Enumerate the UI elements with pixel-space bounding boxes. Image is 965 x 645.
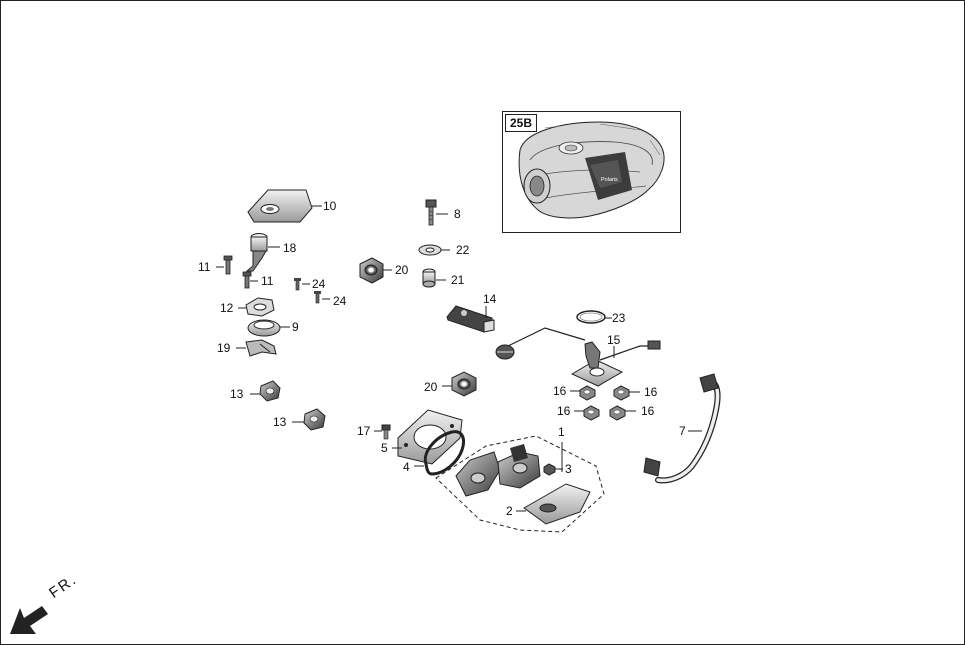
part-24-screw-a — [294, 278, 310, 291]
part-1-fuel-pump-assembly — [435, 435, 605, 533]
part-5-flange-plate — [392, 409, 463, 465]
callout-15: 15 — [607, 333, 621, 347]
part-19-clip — [236, 339, 277, 357]
callout-9: 9 — [292, 320, 299, 334]
callout-17: 17 — [357, 424, 371, 438]
callout-20-b: 20 — [424, 380, 438, 394]
callout-18: 18 — [283, 241, 297, 255]
callout-11-b: 11 — [261, 274, 274, 288]
callout-1: 1 — [558, 425, 565, 439]
part-20-grommet-b — [442, 371, 477, 397]
part-18-filler-neck — [245, 233, 280, 272]
callout-23: 23 — [612, 311, 626, 325]
part-10-tank-cover — [247, 189, 322, 223]
part-14-connector-housing — [446, 305, 495, 333]
callout-20-a: 20 — [395, 263, 409, 277]
callout-16-a: 16 — [553, 384, 567, 398]
part-3-nut — [543, 463, 563, 476]
part-11-bolt-a — [216, 255, 233, 275]
part-16-nut-d — [609, 405, 636, 421]
callout-12: 12 — [220, 301, 234, 315]
callout-16-d: 16 — [641, 404, 655, 418]
part-21-spacer — [422, 268, 446, 288]
part-7-fuel-line — [643, 373, 721, 484]
part-8-bolt — [425, 199, 448, 226]
callout-14: 14 — [483, 292, 497, 306]
inset-25b-fuel-tank-view: Polaris — [502, 111, 681, 233]
callout-16-b: 16 — [644, 385, 658, 399]
part-24-screw-b — [314, 291, 330, 304]
part-22-washer — [418, 244, 450, 256]
part-16-nut-c — [574, 405, 600, 421]
callout-2: 2 — [506, 504, 513, 518]
callout-5: 5 — [381, 441, 388, 455]
part-11-bolt-b — [242, 271, 258, 289]
callout-8: 8 — [454, 207, 461, 221]
part-17-screw — [374, 424, 391, 440]
callout-11-a: 11 — [198, 260, 211, 274]
part-16-nut-a — [570, 385, 596, 401]
callout-24-a: 24 — [312, 277, 326, 291]
callout-19: 19 — [217, 341, 231, 355]
part-13-grommet-a — [250, 380, 281, 402]
callout-3: 3 — [565, 462, 572, 476]
part-20-grommet-a — [359, 257, 392, 284]
part-23-o-ring — [576, 310, 612, 324]
callout-22: 22 — [456, 243, 470, 257]
part-13-grommet-b — [292, 408, 326, 431]
part-2-fuel-filter — [516, 483, 591, 525]
callout-16-c: 16 — [557, 404, 571, 418]
inset-label: 25B — [505, 114, 537, 132]
inset-stamp-text: Polaris — [601, 177, 618, 183]
callout-7: 7 — [679, 424, 686, 438]
callout-10: 10 — [323, 199, 337, 213]
part-9-seal-ring — [247, 319, 290, 337]
callout-13-a: 13 — [230, 387, 244, 401]
part-16-nut-b — [613, 385, 640, 401]
callout-4: 4 — [403, 460, 410, 474]
callout-13-b: 13 — [273, 415, 287, 429]
callout-24-b: 24 — [333, 294, 347, 308]
part-4-gasket-ring — [414, 430, 466, 476]
callout-21: 21 — [451, 273, 465, 287]
part-12-gasket — [238, 297, 275, 317]
part-15-fuel-level-sender — [495, 327, 661, 387]
front-direction-arrow-icon — [10, 606, 48, 634]
